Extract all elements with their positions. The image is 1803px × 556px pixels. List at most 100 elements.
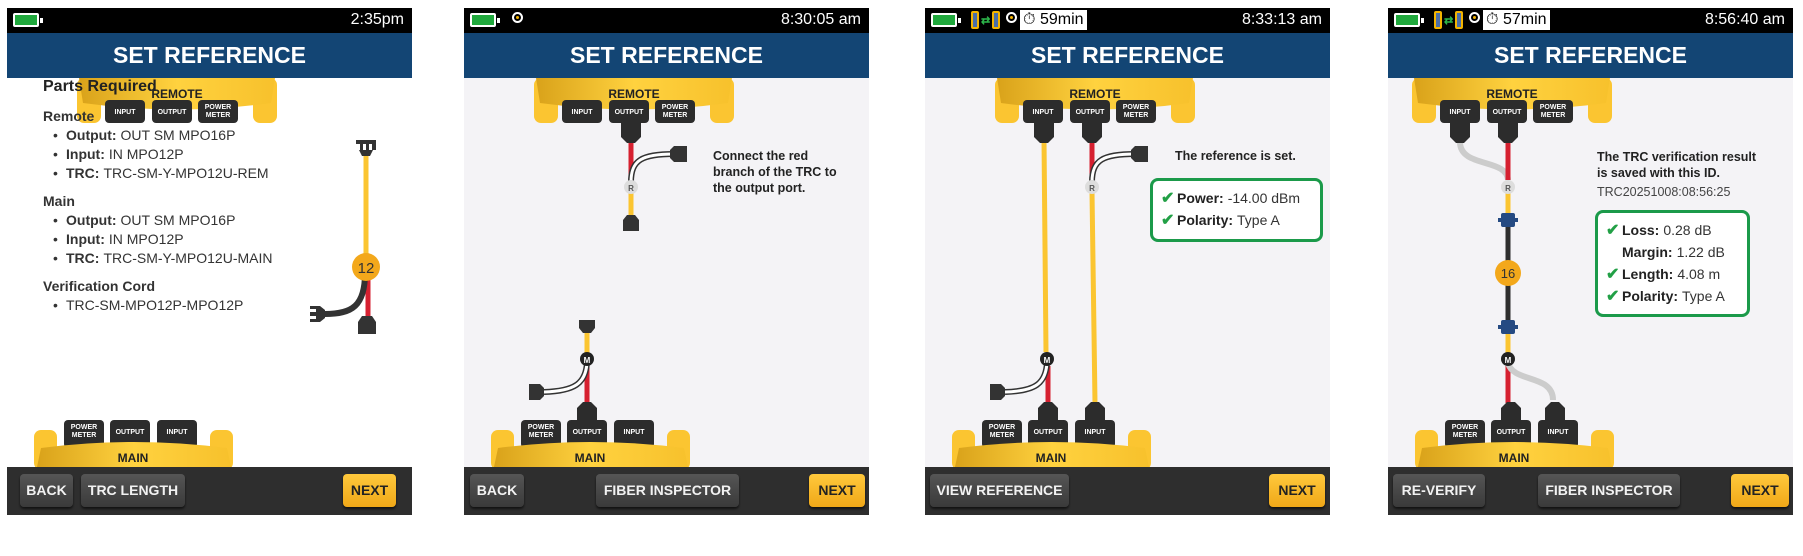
bottom-bar: BACK TRC LENGTH NEXT — [7, 467, 412, 515]
list-item: Input:IN MPO12P — [53, 231, 184, 247]
list-item: TRC-SM-MPO12P-MPO12P — [53, 297, 243, 313]
port-label: INPUT — [1548, 429, 1570, 436]
screen-trc-verification: ⇄ ⏱ 57min 8:56:40 am SET REFERENCE REMOT… — [1388, 8, 1793, 515]
port-output — [152, 100, 192, 123]
port-pm — [655, 100, 695, 123]
main-label: MAIN — [118, 451, 149, 465]
port-label: INPUT — [115, 109, 137, 116]
check-icon: ✔ — [1161, 190, 1175, 207]
clock: 2:35pm — [350, 11, 404, 28]
fiber-count-badge: 16 — [1501, 266, 1515, 281]
plug — [1034, 123, 1054, 143]
next-button[interactable]: NEXT — [809, 474, 865, 507]
port-label: METER — [990, 432, 1015, 439]
back-button[interactable]: BACK — [470, 474, 524, 507]
list-item: TRC:TRC-SM-Y-MPO12U-MAIN — [53, 250, 273, 266]
port-label: POWER — [1452, 424, 1478, 431]
result-polarity: ✔Polarity:Type A — [1606, 285, 1739, 307]
remote-label: REMOTE — [151, 87, 202, 101]
page-title: SET REFERENCE — [1388, 33, 1793, 78]
port-label: METER — [1541, 112, 1566, 119]
view-reference-button[interactable]: VIEW REFERENCE — [930, 474, 1069, 507]
next-button[interactable]: NEXT — [1731, 474, 1789, 507]
next-button[interactable]: NEXT — [343, 474, 396, 507]
port-label: METER — [663, 112, 688, 119]
battery-icon — [13, 13, 43, 27]
result-length: ✔Length:4.08 m — [1606, 263, 1739, 285]
coupler-icon — [1498, 213, 1518, 227]
port-label: INPUT — [167, 429, 189, 436]
page-title: SET REFERENCE — [7, 33, 412, 78]
port-label: INPUT — [1033, 109, 1055, 116]
cables: R M — [990, 139, 1148, 404]
main-label: MAIN — [1036, 451, 1067, 465]
list-item: Output:OUT SM MPO16P — [53, 212, 235, 228]
remote-label: REMOTE — [608, 87, 659, 101]
port-label: OUTPUT — [116, 429, 146, 436]
port-label: INPUT — [1085, 429, 1107, 436]
plug — [1501, 402, 1521, 420]
clock: 8:30:05 am — [780, 11, 861, 28]
parts-heading: Parts Required — [43, 78, 157, 95]
port-input — [1075, 420, 1115, 448]
page-title: SET REFERENCE — [925, 33, 1330, 78]
port-pm — [64, 420, 104, 448]
main-marker-label: M — [1505, 356, 1512, 365]
port-input — [1440, 100, 1480, 123]
coupler-icon — [1498, 320, 1518, 334]
plug — [577, 402, 597, 420]
remote-label: REMOTE — [1486, 87, 1537, 101]
device-body — [1418, 442, 1612, 467]
device-body — [955, 442, 1149, 467]
port-output — [1487, 100, 1527, 123]
port-input — [157, 420, 197, 448]
main-trc-cable: M — [529, 320, 595, 403]
port-label: OUTPUT — [1497, 429, 1527, 436]
port-pm — [1116, 100, 1156, 123]
battery-icon — [1394, 13, 1424, 27]
port-label: OUTPUT — [615, 109, 645, 116]
check-icon: ✔ — [1606, 222, 1620, 239]
battery-icon — [470, 13, 500, 27]
location-pin-icon — [512, 12, 523, 23]
remote-heading: Remote — [43, 108, 95, 124]
fiber-count-badge: 12 — [358, 260, 375, 277]
next-button[interactable]: NEXT — [1269, 474, 1325, 507]
status-bar: 8:30:05 am — [464, 8, 869, 33]
port-output — [110, 420, 150, 448]
plug — [1450, 123, 1470, 143]
re-verify-button[interactable]: RE-VERIFY — [1393, 474, 1485, 507]
port-pm — [1445, 420, 1485, 448]
trc-length-button[interactable]: TRC LENGTH — [81, 474, 185, 507]
port-label: POWER — [205, 104, 231, 111]
port-pm — [521, 420, 561, 448]
main-marker-label: M — [584, 356, 591, 365]
port-label: POWER — [1123, 104, 1149, 111]
list-item: TRC:TRC-SM-Y-MPO12U-REM — [53, 165, 269, 181]
fiber-inspector-button[interactable]: FIBER INSPECTOR — [596, 474, 739, 507]
result-box: ✔Power:-14.00 dBm ✔Polarity:Type A — [1150, 178, 1323, 242]
trc-cable-icon: 12 — [310, 140, 380, 334]
main-marker-label: M — [1044, 356, 1051, 365]
port-label: OUTPUT — [573, 429, 603, 436]
back-button[interactable]: BACK — [20, 474, 73, 507]
port-label: OUTPUT — [1076, 109, 1106, 116]
port-label: INPUT — [1450, 109, 1472, 116]
screen-parts-required: 2:35pm SET REFERENCE REMOTE INPUT OUTPUT PO… — [7, 8, 412, 515]
port-output — [1028, 420, 1068, 448]
fiber-inspector-button[interactable]: FIBER INSPECTOR — [1538, 474, 1680, 507]
